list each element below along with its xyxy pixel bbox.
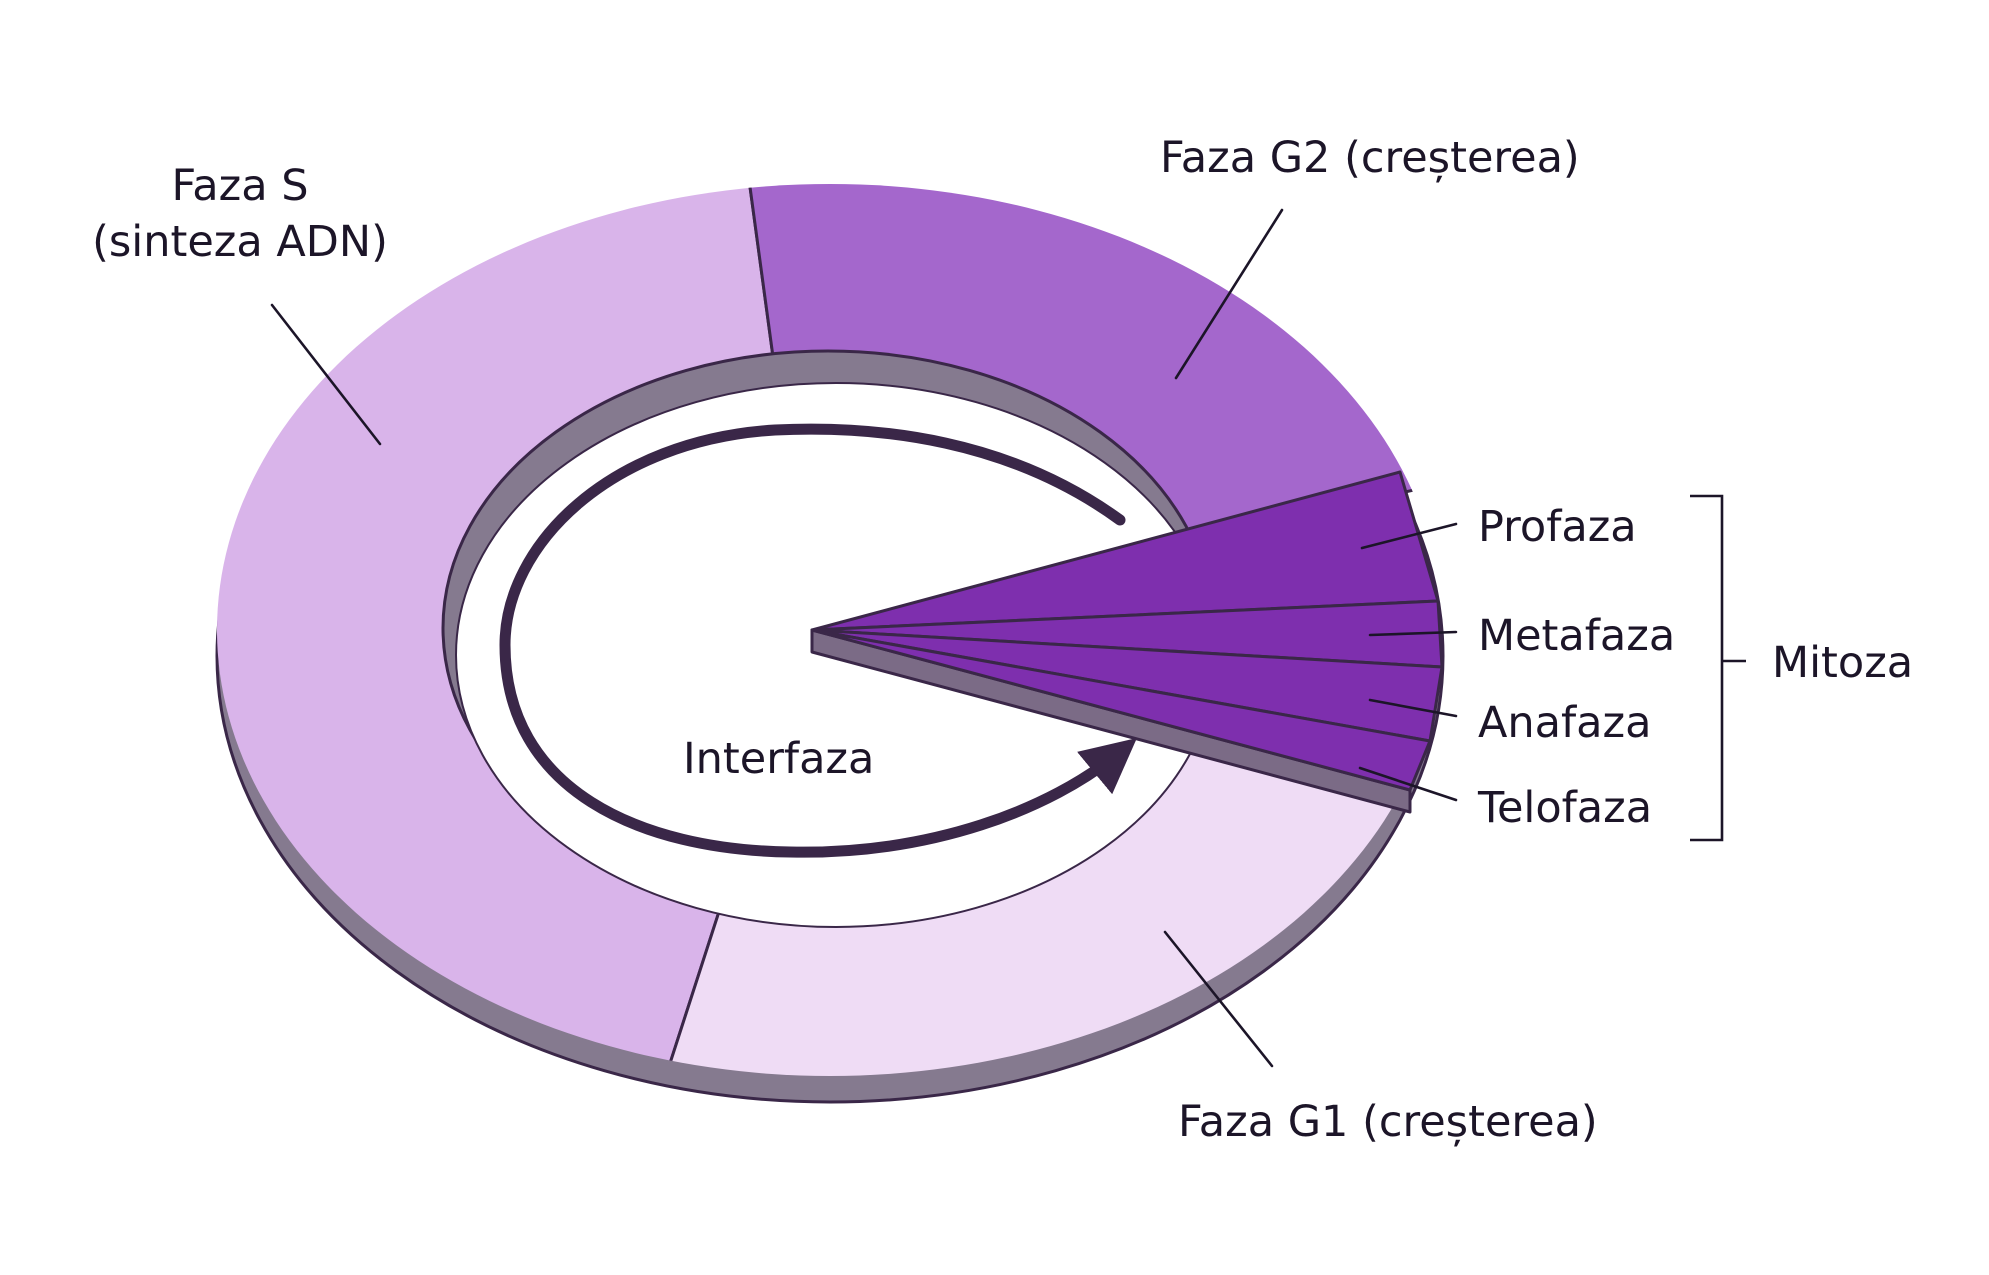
label-g1-phase: Faza G1 (creșterea): [1178, 1097, 1598, 1147]
leader-telophase: [1358, 766, 1458, 802]
leader-s-phase: [270, 303, 382, 446]
leader-lines: [270, 208, 1458, 1068]
leader-anaphase: [1368, 698, 1458, 718]
leader-g2-phase: [1174, 208, 1284, 380]
label-prophase: Profaza: [1478, 502, 1637, 552]
cycle-arrow: [499, 423, 1137, 858]
label-telophase: Telofaza: [1477, 783, 1652, 833]
label-s-phase-line2: (sinteza ADN): [92, 217, 388, 267]
wedge-telophase: [810, 628, 1432, 792]
label-g2-phase: Faza G2 (creșterea): [1160, 133, 1580, 183]
leader-metaphase: [1368, 630, 1458, 637]
label-interphase: Interfaza: [683, 734, 874, 784]
label-anaphase: Anafaza: [1478, 698, 1651, 748]
label-metaphase: Metafaza: [1478, 611, 1675, 661]
label-mitosis: Mitoza: [1772, 638, 1913, 688]
label-s-phase-line1: Faza S: [171, 161, 308, 211]
mitosis-bracket: [1690, 494, 1746, 842]
mitosis-wedge: [810, 470, 1444, 792]
leader-g1-phase: [1163, 930, 1274, 1068]
leader-prophase: [1360, 522, 1458, 550]
